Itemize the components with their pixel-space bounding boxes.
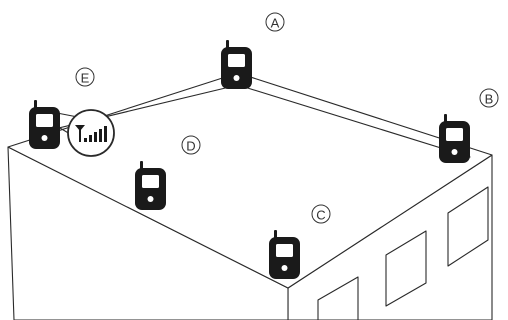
mobile-phone-icon bbox=[269, 230, 300, 279]
mobile-phone-icon bbox=[439, 114, 470, 163]
phone-b bbox=[439, 114, 470, 163]
label-a-text: A bbox=[271, 16, 280, 31]
label-c: C bbox=[311, 204, 331, 224]
label-e: E bbox=[75, 67, 95, 87]
label-e-text: E bbox=[81, 71, 90, 86]
phone-d bbox=[135, 161, 166, 210]
window bbox=[317, 276, 359, 320]
phone-c bbox=[269, 230, 300, 279]
label-d-text: D bbox=[186, 139, 195, 154]
window bbox=[447, 186, 489, 267]
label-b-text: B bbox=[485, 92, 494, 107]
label-d: D bbox=[181, 135, 201, 155]
building bbox=[7, 72, 493, 320]
mobile-phone-icon bbox=[29, 100, 60, 149]
mobile-phone-icon bbox=[221, 40, 252, 89]
mobile-phone-icon bbox=[135, 161, 166, 210]
label-c-text: C bbox=[316, 208, 325, 223]
signal-strength-icon bbox=[75, 125, 107, 142]
phone-a bbox=[221, 40, 252, 89]
signal-callout bbox=[54, 109, 115, 157]
label-a: A bbox=[265, 12, 285, 32]
phone-e bbox=[29, 100, 60, 149]
window bbox=[385, 230, 427, 307]
label-b: B bbox=[479, 88, 499, 108]
